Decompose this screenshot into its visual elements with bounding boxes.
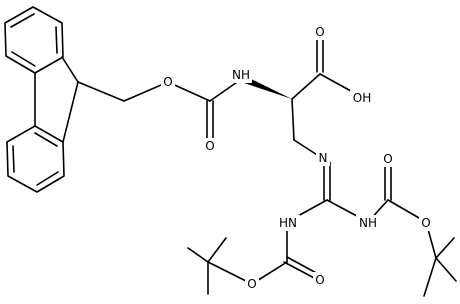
bond-o-cq — [207, 261, 253, 285]
atom-label-oxygen-ester: O — [163, 75, 172, 89]
bond-cq-me — [435, 237, 455, 259]
aromatic-inner-bond — [11, 51, 36, 67]
atom-label-oxygen-ester-right: O — [421, 216, 430, 230]
atom-label-nh-right: NH — [359, 216, 377, 230]
atom-label-oxygen-carbonyl: O — [205, 139, 214, 153]
bond-cq-me — [435, 257, 457, 282]
atom-label-oxygen-ester-left: O — [247, 277, 256, 291]
boc-group-right — [367, 164, 457, 297]
bond-ring-ch — [61, 56, 79, 83]
atom-label-nh-alpha: NH — [232, 68, 250, 82]
atom-label-oxygen-carbonyl-left: O — [315, 273, 324, 287]
bond-ch2-o — [123, 81, 169, 102]
aromatic-inner-bond — [12, 145, 15, 173]
amino-acid-backbone — [244, 36, 361, 159]
bottom-benzene-ring — [6, 125, 65, 193]
atom-label-oxygen-carbonyl-right: O — [383, 152, 392, 166]
bond-ch-ch2 — [77, 81, 125, 102]
bond-cq-me — [207, 237, 227, 263]
wedge-bond-alpha-n — [244, 76, 292, 99]
bond-ch-ring — [62, 81, 79, 143]
top-benzene-ring — [4, 6, 64, 74]
atom-label-nh-left: HN — [279, 216, 297, 230]
atom-label-nitrogen-imine: N — [319, 151, 328, 165]
atom-label-oxygen-acid-carbonyl: O — [315, 25, 324, 39]
guanidine-group — [286, 161, 369, 223]
atom-label-hydroxyl: OH — [353, 91, 371, 105]
aromatic-inner-bond — [36, 171, 59, 186]
bond-alpha-cooh — [291, 73, 321, 100]
bond-c-o-double-a — [283, 261, 319, 281]
bond-cq-me — [187, 247, 209, 263]
aromatic-inner-bond — [55, 26, 58, 54]
atom-labels: O NH O O OH N HN NH O O O O — [161, 24, 433, 292]
bond-cq-me — [423, 257, 437, 297]
aromatic-inner-bond — [34, 132, 58, 147]
fmoc-carbamate — [77, 79, 241, 140]
aromatic-inner-bond — [10, 13, 35, 28]
bond-alpha-ch2 — [291, 98, 295, 141]
bond-c-nh — [209, 79, 241, 102]
fluorenyl-group — [4, 6, 79, 193]
